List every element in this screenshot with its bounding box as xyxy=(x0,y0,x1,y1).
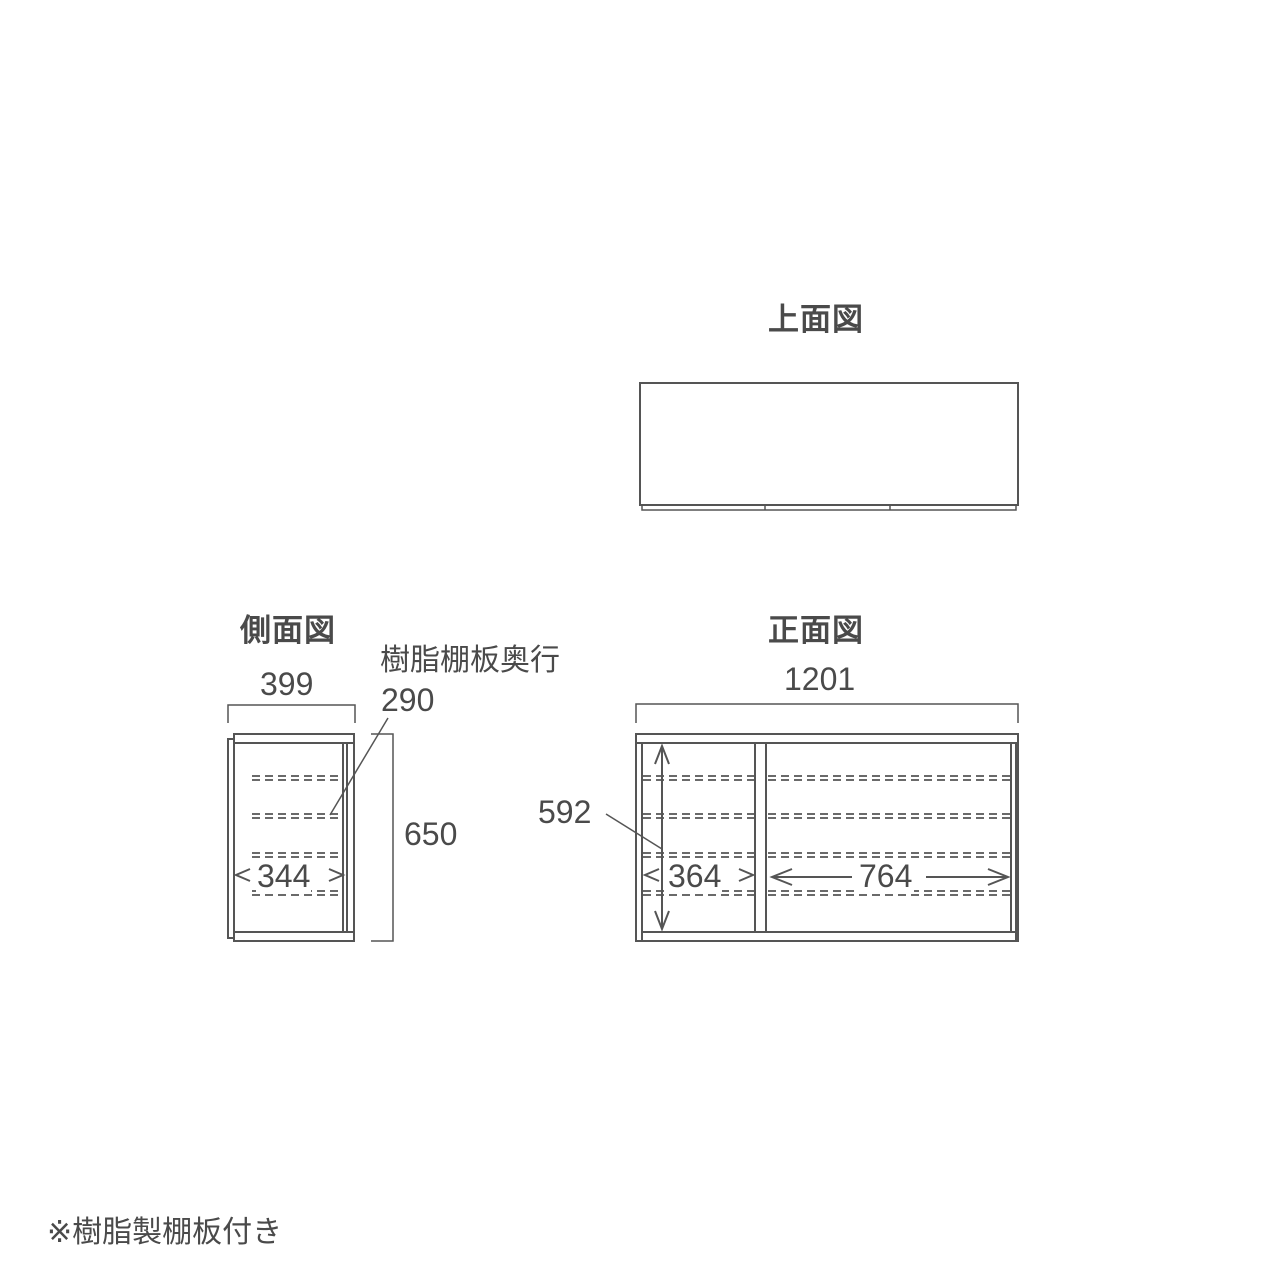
front-left-inner-width-dimension: 364 xyxy=(667,858,723,894)
top-view-drawing xyxy=(639,382,1019,511)
side-width-dimension: 399 xyxy=(260,666,314,702)
footnote: ※樹脂製棚板付き xyxy=(47,1215,283,1250)
front-width-dimension: 1201 xyxy=(784,661,856,697)
top-view-title: 上面図 xyxy=(768,302,864,338)
side-inner-width-dimension: 344 xyxy=(256,858,312,894)
front-view-drawing xyxy=(605,703,1019,942)
side-view-drawing xyxy=(227,704,394,942)
front-inner-height-dimension: 592 xyxy=(538,794,592,830)
side-view-title: 側面図 xyxy=(240,613,336,649)
front-view-title: 正面図 xyxy=(768,613,864,649)
side-height-dimension: 650 xyxy=(404,816,458,852)
shelf-depth-label: 樹脂棚板奥行 xyxy=(380,643,560,678)
shelf-depth-dimension: 290 xyxy=(381,682,435,718)
front-right-inner-width-dimension: 764 xyxy=(857,858,915,894)
